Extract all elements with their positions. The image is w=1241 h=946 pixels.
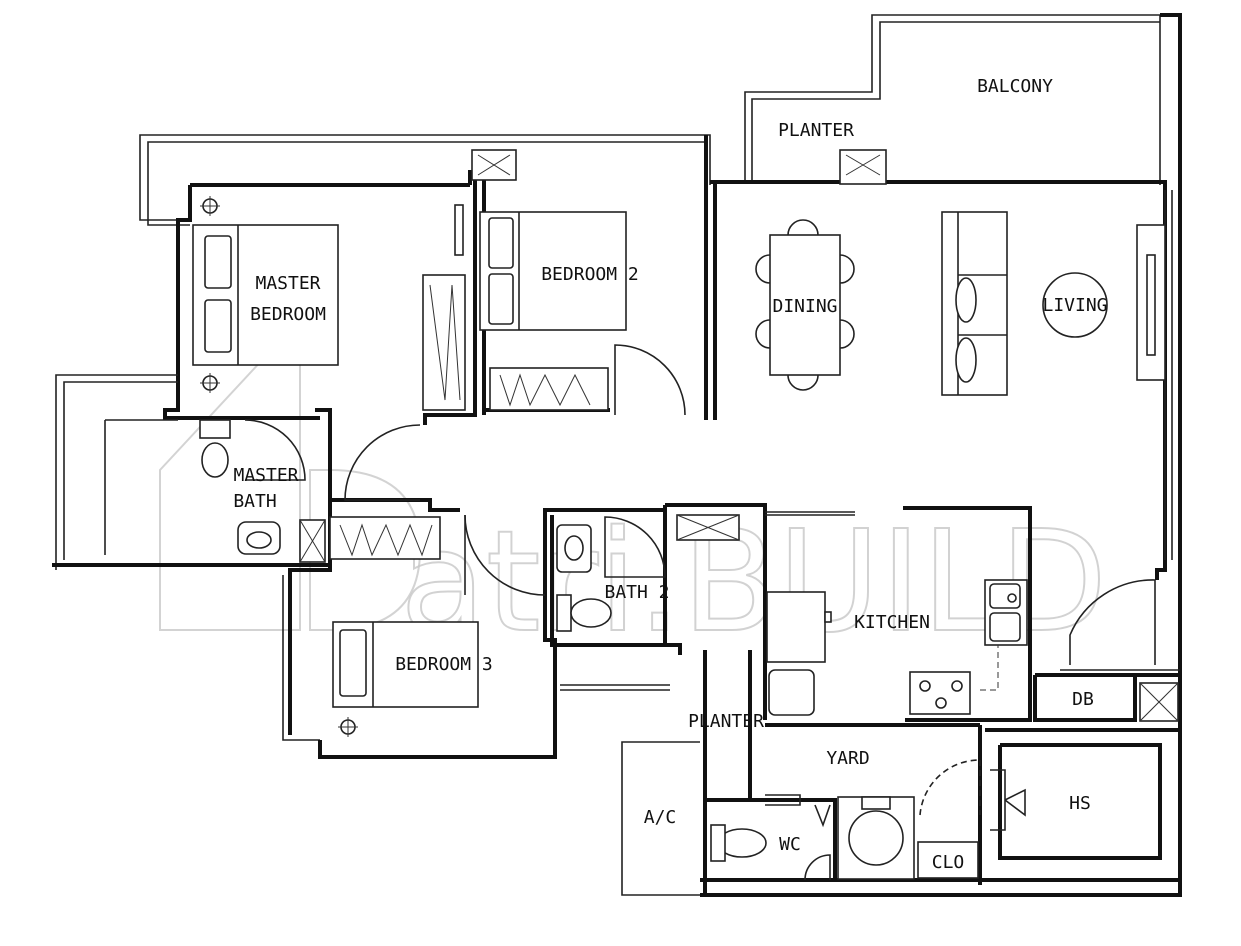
outer-walls — [52, 13, 1182, 897]
wc-door — [804, 854, 831, 881]
label-master-bath-line1: MASTER — [233, 465, 298, 486]
label-living: LIVING — [1042, 295, 1107, 316]
label-wc: WC — [779, 834, 801, 855]
hs-door — [919, 759, 981, 816]
main-entrance-door — [1069, 579, 1156, 665]
label-bedroom3: BEDROOM 3 — [395, 654, 493, 675]
label-planter-bottom: PLANTER — [688, 711, 764, 732]
label-balcony: BALCONY — [977, 76, 1053, 97]
label-master-bath-line2: BATH — [233, 491, 276, 512]
room-labels: BALCONY PLANTER MASTER BEDROOM BEDROOM 2… — [233, 76, 1107, 873]
dining-table — [769, 234, 841, 376]
label-master-bedroom-line1: MASTER — [255, 273, 320, 294]
label-bedroom2: BEDROOM 2 — [541, 264, 639, 285]
label-master-bedroom-line2: BEDROOM — [250, 304, 326, 325]
master-bedroom-door — [344, 424, 421, 501]
bath2-door — [604, 516, 666, 578]
label-kitchen: KITCHEN — [854, 612, 930, 633]
label-bath2: BATH 2 — [604, 582, 669, 603]
label-db: DB — [1072, 689, 1094, 710]
label-yard: YARD — [826, 748, 869, 769]
ac-units — [299, 149, 1179, 722]
furniture — [192, 196, 1166, 880]
label-clo: CLO — [932, 852, 965, 873]
label-planter-top: PLANTER — [778, 120, 854, 141]
label-dining: DINING — [772, 296, 837, 317]
master-bath-door — [244, 419, 306, 481]
bedroom2-door — [614, 344, 686, 416]
label-hs: HS — [1069, 793, 1091, 814]
bedroom3-door — [464, 514, 546, 596]
label-ac: A/C — [644, 807, 677, 828]
